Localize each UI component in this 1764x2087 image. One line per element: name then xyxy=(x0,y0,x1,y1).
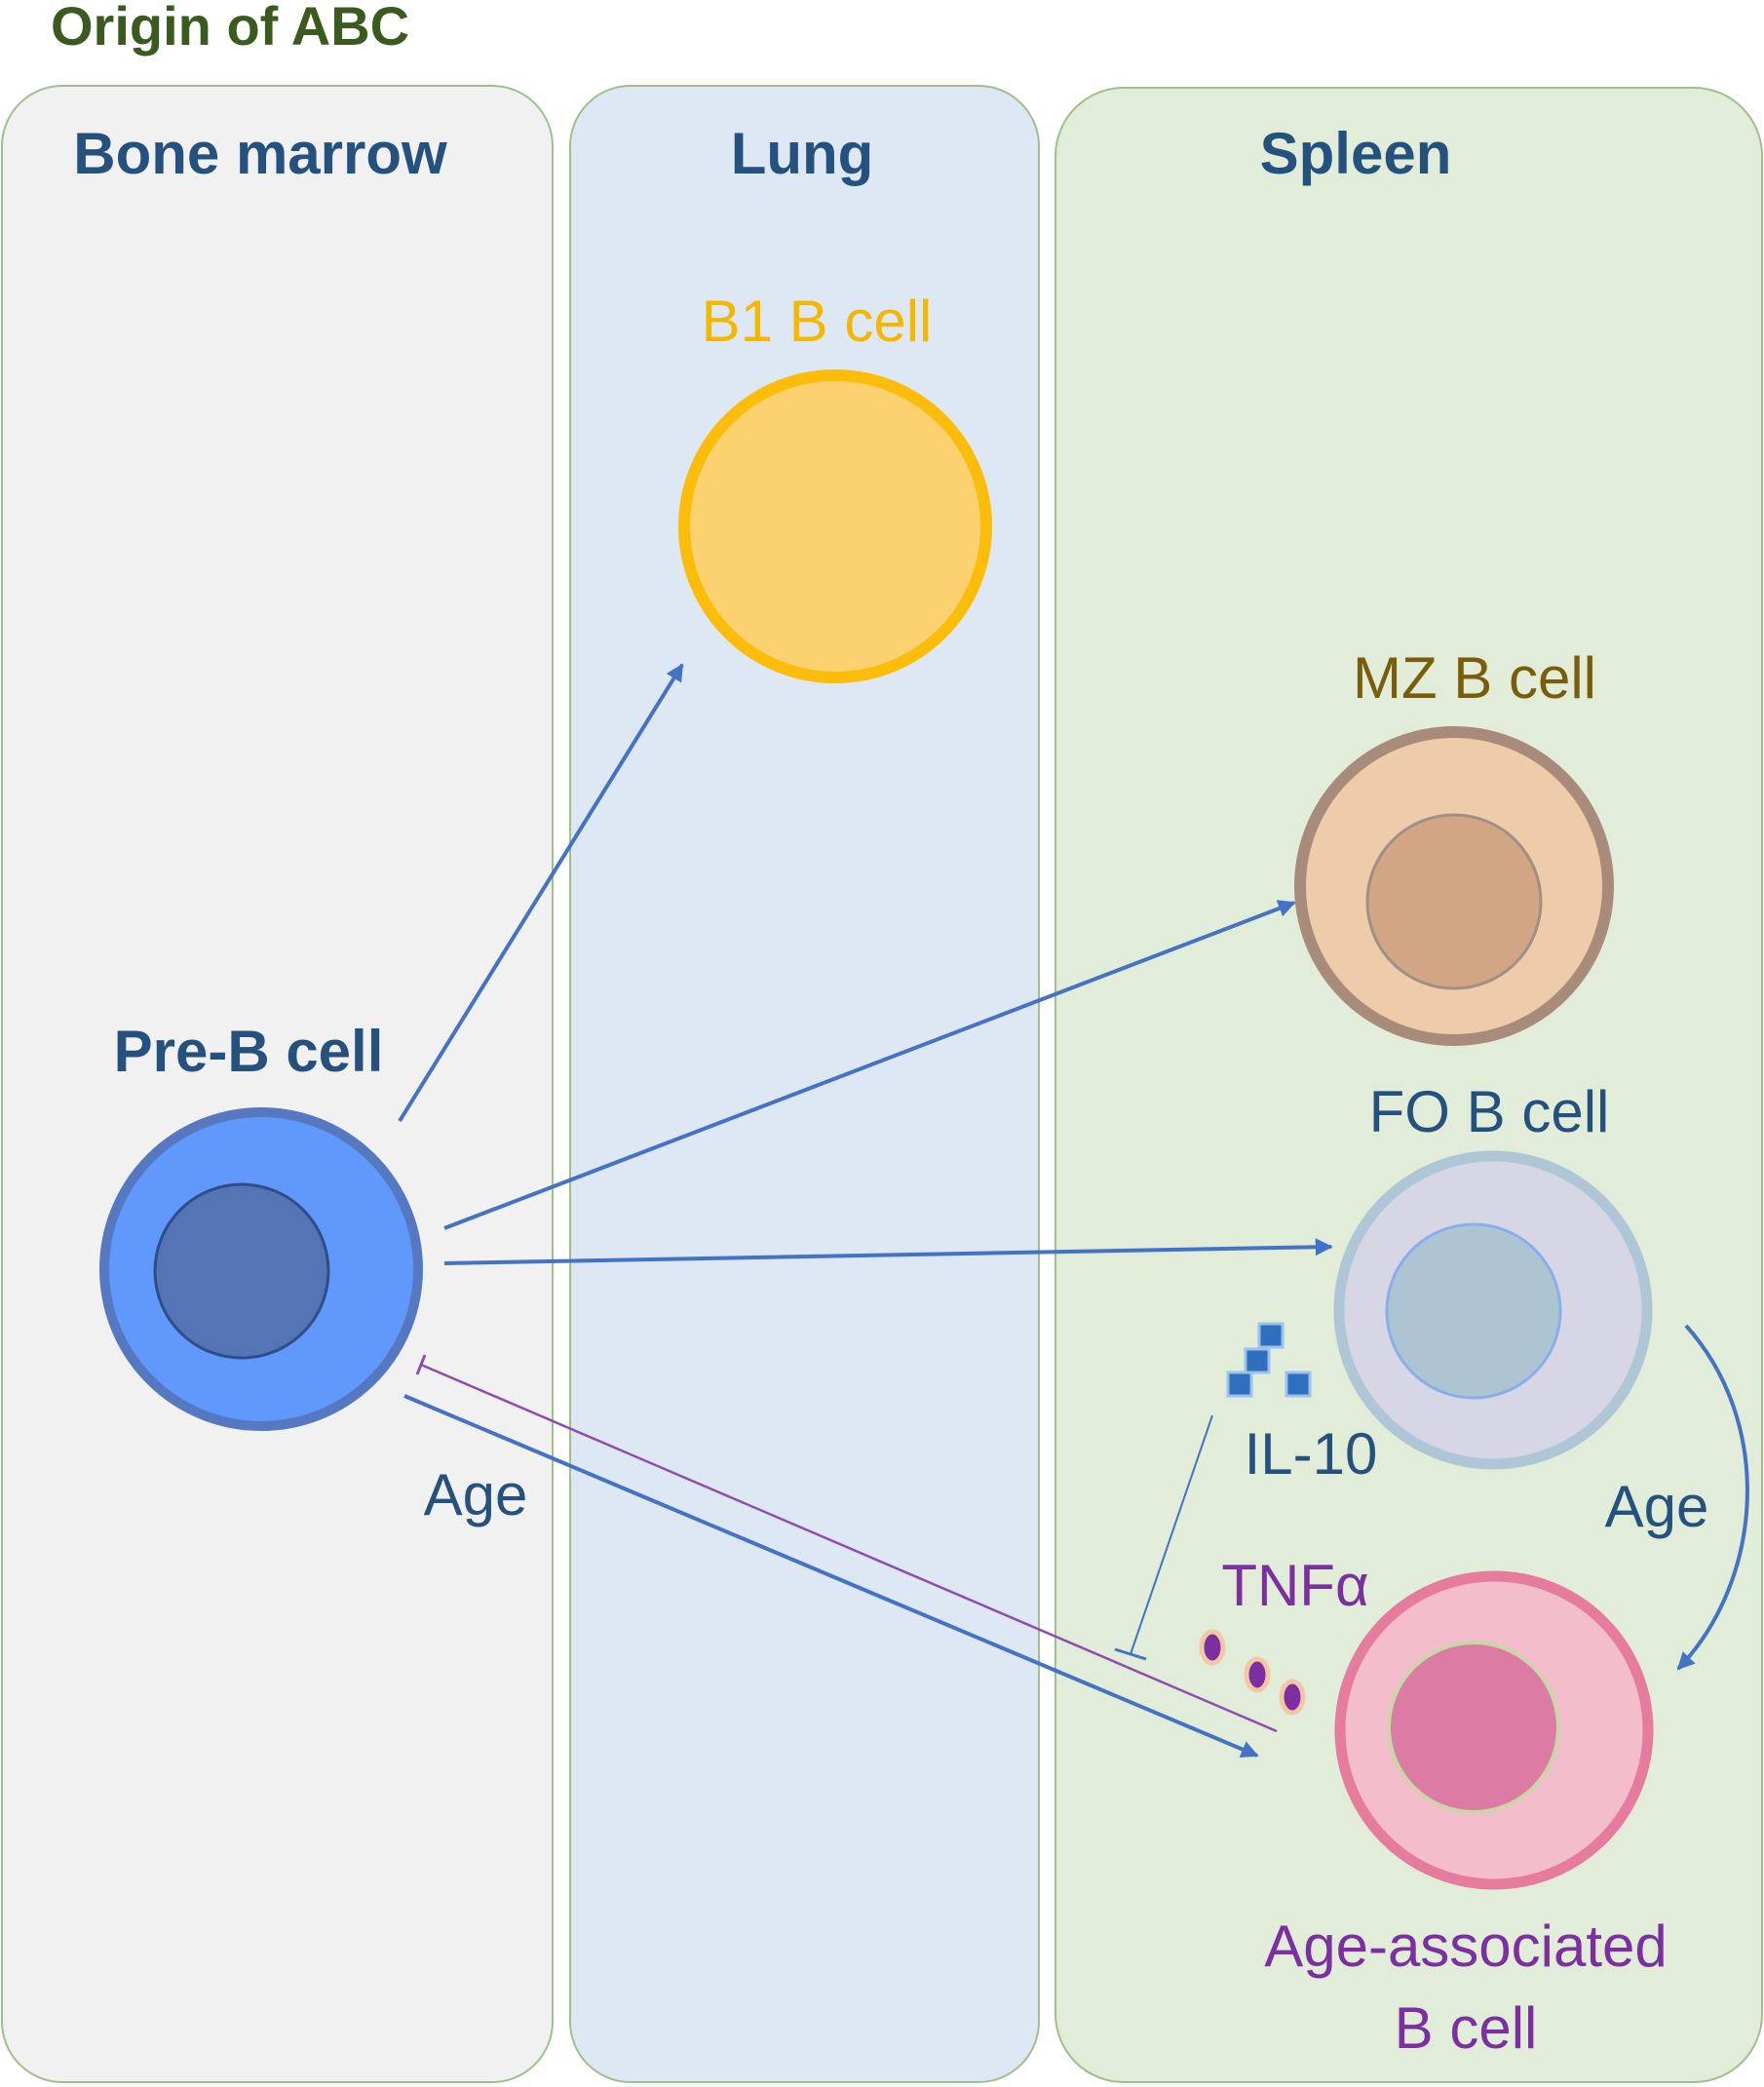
spleen-label: Spleen xyxy=(1260,121,1452,186)
b1-b-cell xyxy=(678,369,992,683)
b1-b-cell-label: B1 B cell xyxy=(702,289,933,354)
fo-b-cell-label: FO B cell xyxy=(1369,1079,1610,1144)
mz-b-cell-nucleus xyxy=(1365,813,1543,990)
arrow-pre-b-to-abc xyxy=(403,1394,1259,1758)
arrow-fo-to-abc xyxy=(1676,1324,1749,1671)
pre-b-cell-nucleus xyxy=(153,1182,330,1360)
age-label-right: Age xyxy=(1605,1474,1709,1539)
age-associated-b-cell-label-line2: B cell xyxy=(1395,1995,1538,2061)
age-label-left: Age xyxy=(424,1462,528,1527)
inhibit-il10-line xyxy=(1130,1414,1213,1655)
mz-b-cell-label: MZ B cell xyxy=(1353,645,1596,711)
il10-icon xyxy=(1226,1322,1312,1398)
fo-b-cell-nucleus xyxy=(1385,1222,1562,1400)
il10-label: IL-10 xyxy=(1245,1421,1378,1487)
age-associated-b-cell-label-line1: Age-associated xyxy=(1264,1913,1668,1979)
arrow-pre-b-to-mz xyxy=(443,900,1296,1230)
arrow-pre-b-to-b1 xyxy=(398,663,684,1123)
arrow-pre-b-to-fo xyxy=(443,1238,1333,1265)
inhibit-il10-bar xyxy=(1114,1647,1147,1661)
tnfa-icon xyxy=(1199,1629,1306,1716)
lung-label: Lung xyxy=(731,121,874,186)
inhibit-abc-to-pre-b-bar xyxy=(415,1354,427,1375)
bone-marrow-panel xyxy=(1,85,554,2083)
spleen-panel xyxy=(1055,87,1763,2083)
tnfa-label: TNFα xyxy=(1221,1553,1368,1618)
diagram-title: Origin of ABC xyxy=(51,0,409,57)
inhibit-abc-to-pre-b xyxy=(420,1363,1278,1733)
age-associated-b-cell-nucleus xyxy=(1387,1641,1560,1814)
pre-b-cell-label: Pre-B cell xyxy=(114,1019,384,1084)
bone-marrow-label: Bone marrow xyxy=(73,121,447,186)
